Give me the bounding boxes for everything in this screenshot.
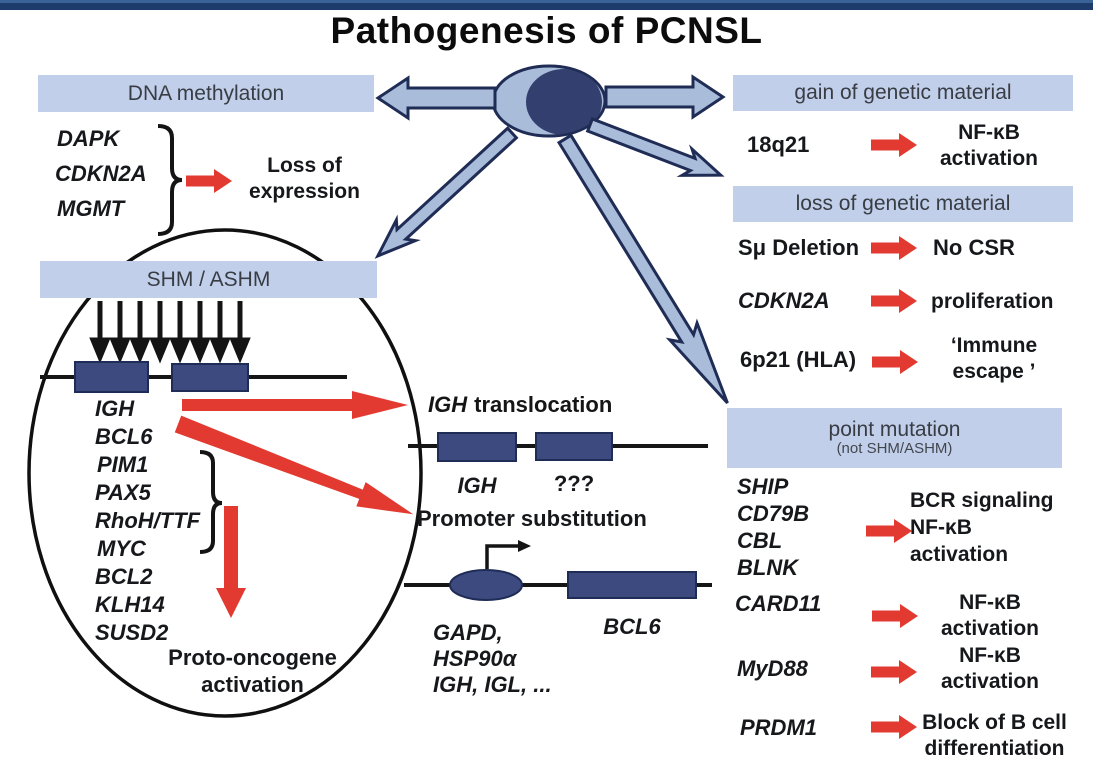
small-red-arrows (186, 133, 918, 739)
exon-box (74, 361, 149, 393)
igh-box (437, 432, 517, 462)
b-cell-icon (491, 64, 607, 138)
bcr-signaling-result: BCR signaling NF-κB activation (910, 489, 1054, 566)
gain-header: gain of genetic material (733, 75, 1073, 111)
igh-translocation-arrow (182, 391, 408, 419)
methylation-brace (157, 124, 183, 236)
bcl6-box-label: BCL6 (603, 614, 661, 639)
prdm1-result: Block of B cell differentiation (922, 711, 1067, 760)
gene-bcl2: BCL2 (95, 564, 153, 589)
gene-cbl: CBL (737, 528, 783, 553)
gene-rhoh: RhoH/TTF (95, 508, 201, 533)
igh-translocation-gene: IGH (428, 392, 468, 417)
locus-18q21: 18q21 (747, 132, 810, 157)
gain-result: NF-κB activation (939, 121, 1039, 170)
gene-myc: MYC (97, 536, 146, 561)
no-csr-label: No CSR (933, 235, 1015, 260)
red-arrows (174, 391, 414, 618)
dna-methylation-header: DNA methylation (38, 75, 374, 112)
point-mutation-header: point mutation (828, 418, 961, 442)
point-mutation-header-box: point mutation (not SHM/ASHM) (727, 408, 1062, 468)
arrow-to-gain (604, 74, 726, 120)
promoter-ellipse (449, 569, 523, 601)
arrow-to-dna-methylation (375, 75, 497, 121)
shm-hit-arrows (89, 301, 251, 364)
proto-oncogene-arrow (216, 506, 246, 618)
arrow-to-shm (374, 126, 519, 259)
gene-ship: SHIP (737, 474, 789, 499)
igh-translocation-word: translocation (474, 392, 613, 417)
card11-result: NF-κB activation (940, 591, 1040, 640)
gene-dapk: DAPK (57, 126, 120, 151)
gene-card11: CARD11 (735, 591, 822, 616)
promoter-substitution-title: Promoter substitution (417, 506, 647, 531)
gene-mgmt: MGMT (57, 196, 125, 221)
gene-pim1: PIM1 (97, 452, 149, 477)
gene-susd2: SUSD2 (95, 620, 169, 645)
page-title: Pathogenesis of PCNSL (330, 10, 763, 51)
gene-pax5: PAX5 (95, 480, 151, 505)
gene-bcl6: BCL6 (95, 424, 153, 449)
bcl6-box (567, 571, 697, 599)
locus-6p21-hla: 6p21 (HLA) (740, 347, 857, 372)
partner-box (535, 432, 613, 461)
promoter-gene-list: GAPD, HSP90α IGH, IGL, ... (433, 620, 552, 697)
gene-blnk: BLNK (737, 555, 799, 580)
slide-top-bar (0, 0, 1093, 10)
shm-ellipse (27, 228, 423, 718)
exon-box (171, 363, 249, 392)
gene-prdm1: PRDM1 (740, 715, 818, 740)
transcription-start-icon (485, 540, 531, 569)
proliferation-label: proliferation (931, 290, 1054, 313)
locus-smu-deletion: Sμ Deletion (738, 235, 860, 260)
gene-myd88: MyD88 (737, 656, 808, 681)
gene-cd79b: CD79B (737, 501, 810, 526)
gene-klh14: KLH14 (95, 592, 165, 617)
myd88-result: NF-κB activation (940, 644, 1040, 693)
loss-of-expression-label: Loss of expression (249, 154, 360, 203)
loss-header: loss of genetic material (733, 186, 1073, 222)
translocation-box-label-unknown: ??? (553, 471, 595, 496)
locus-cdkn2a: CDKN2A (738, 288, 830, 313)
point-mutation-subheader: (not SHM/ASHM) (836, 440, 953, 458)
shm-ashm-header: SHM / ASHM (40, 261, 377, 298)
immune-escape-label: ‘Immune escape ’ (950, 334, 1038, 383)
gene-igh: IGH (95, 396, 135, 421)
translocation-box-label-igh: IGH (457, 473, 497, 498)
proto-oncogene-activation-label: Proto-oncogene activation (168, 645, 337, 697)
arrow-to-loss (585, 116, 725, 177)
arrow-to-point-mutation (556, 133, 729, 405)
proto-oncogene-brace (199, 450, 223, 554)
promoter-substitution-arrow (174, 415, 414, 515)
gene-cdkn2a: CDKN2A (55, 161, 147, 186)
